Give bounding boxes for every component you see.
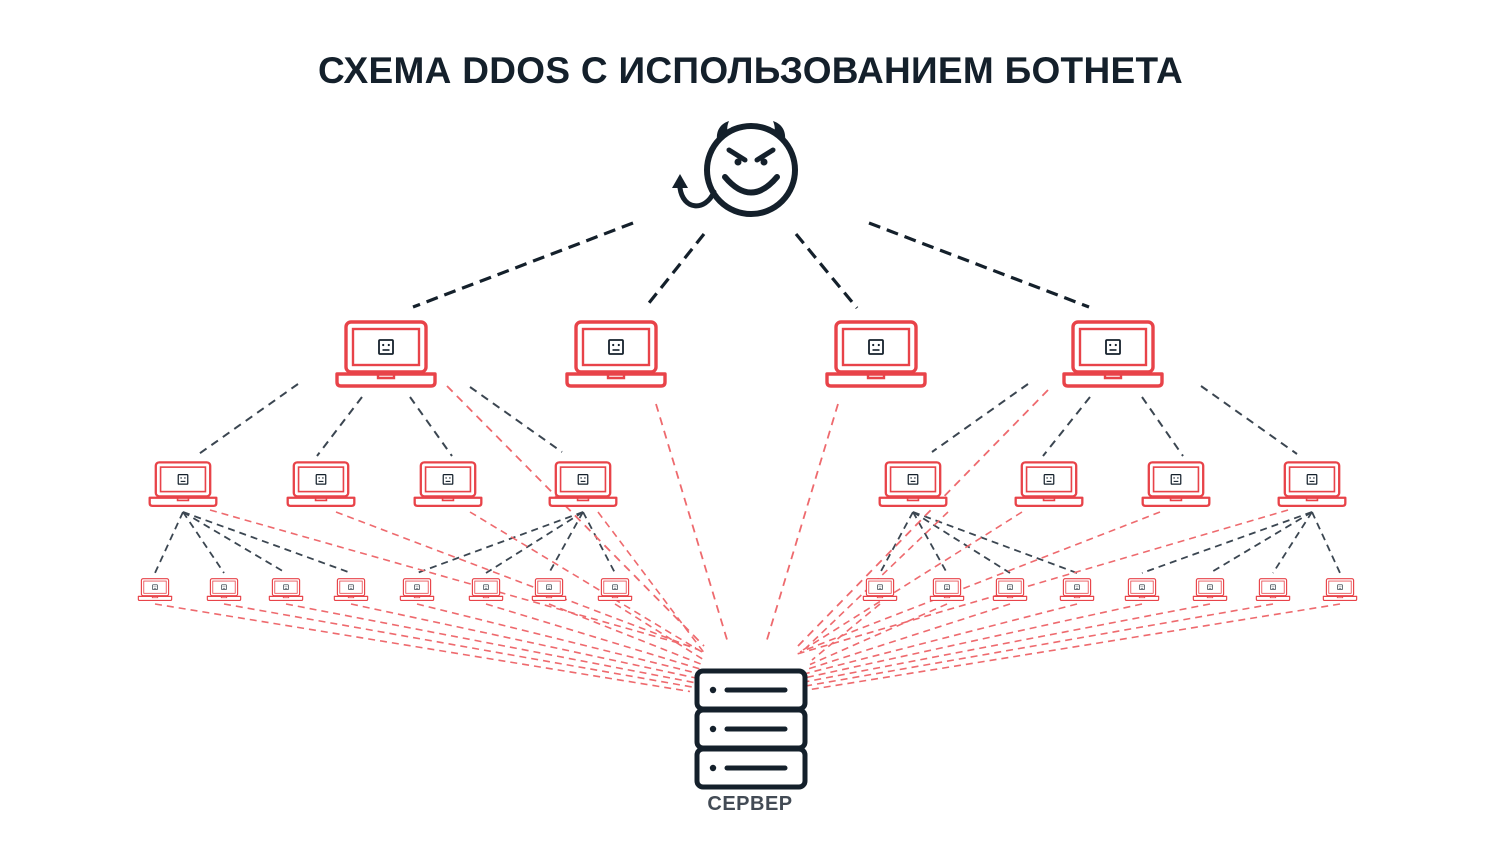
link-bot-bot xyxy=(1141,511,1313,574)
link-bot-bot xyxy=(416,511,584,574)
laptop-icon xyxy=(1141,461,1211,508)
laptop-icon xyxy=(1255,578,1291,602)
link-bot-bot xyxy=(1141,396,1184,457)
link-attacker-bot xyxy=(868,221,1090,309)
link-bot-bot xyxy=(1311,511,1341,574)
link-attack-server xyxy=(485,603,701,670)
link-attack-server xyxy=(154,603,691,693)
link-attack-server xyxy=(807,603,1011,670)
link-bot-bot xyxy=(182,511,287,574)
laptop-icon xyxy=(413,461,483,508)
laptop-icon xyxy=(565,320,667,388)
link-attack-server xyxy=(809,603,948,666)
link-bot-bot xyxy=(409,396,453,457)
link-attack-server xyxy=(796,509,1289,655)
link-attack-server xyxy=(799,603,1274,688)
link-bot-bot xyxy=(912,511,1078,574)
laptop-icon xyxy=(468,578,504,602)
laptop-icon xyxy=(878,461,948,508)
laptop-icon xyxy=(206,578,242,602)
link-bot-bot xyxy=(931,383,1029,453)
laptop-icon xyxy=(548,461,618,508)
link-attack-server xyxy=(805,603,1078,675)
link-bot-bot xyxy=(548,511,584,574)
link-attacker-bot xyxy=(643,233,706,309)
laptop-icon xyxy=(597,578,633,602)
link-attacker-bot xyxy=(412,221,634,309)
link-attack-server xyxy=(797,603,1341,693)
laptop-icon xyxy=(825,320,927,388)
laptop-icon xyxy=(929,578,965,602)
laptop-icon xyxy=(286,461,356,508)
link-bot-bot xyxy=(195,383,299,457)
laptop-icon xyxy=(992,578,1028,602)
link-attack-server xyxy=(350,603,697,679)
laptop-icon xyxy=(1277,461,1347,508)
link-bot-bot xyxy=(469,386,563,453)
link-bot-bot xyxy=(879,511,914,574)
link-bot-bot xyxy=(1042,396,1091,457)
link-attack-server xyxy=(548,603,703,666)
laptop-icon xyxy=(1059,578,1095,602)
link-bot-bot xyxy=(582,511,616,574)
server-icon xyxy=(694,668,808,790)
link-bot-bot xyxy=(316,396,363,457)
link-attack-server xyxy=(803,603,1143,679)
laptop-icon xyxy=(862,578,898,602)
botnet-nodes xyxy=(137,121,1358,790)
link-attack-server xyxy=(335,511,700,651)
laptop-icon xyxy=(1062,320,1164,388)
link-bot-bot xyxy=(1209,511,1313,574)
link-attack-server xyxy=(811,603,881,661)
laptop-icon xyxy=(1322,578,1358,602)
link-attack-server xyxy=(797,389,1049,647)
laptop-icon xyxy=(137,578,173,602)
link-attack-server xyxy=(765,403,839,644)
connection-links xyxy=(154,221,1341,693)
link-attack-server xyxy=(799,511,1161,653)
laptop-icon xyxy=(333,578,369,602)
link-attack-server xyxy=(614,603,705,661)
server-label: СЕРВЕР xyxy=(707,793,793,815)
laptop-icon xyxy=(1192,578,1228,602)
laptop-icon xyxy=(335,320,437,388)
laptop-icon xyxy=(399,578,435,602)
link-attack-server xyxy=(209,509,697,649)
link-attack-server xyxy=(597,511,706,655)
link-bot-bot xyxy=(912,511,948,574)
link-attack-server xyxy=(446,385,705,647)
link-bot-bot xyxy=(182,511,225,574)
link-attack-server xyxy=(223,603,693,688)
laptop-icon xyxy=(1124,578,1160,602)
link-bot-bot xyxy=(182,511,352,574)
laptop-icon xyxy=(268,578,304,602)
link-attack-server xyxy=(802,511,1023,651)
link-attacker-bot xyxy=(794,232,859,310)
link-bot-bot xyxy=(1200,385,1298,455)
laptop-icon xyxy=(148,461,218,508)
laptop-icon xyxy=(531,578,567,602)
link-attack-server xyxy=(469,511,703,653)
link-attack-server xyxy=(285,603,695,684)
devil-smiley-icon xyxy=(672,121,798,217)
diagram-title: СХЕМА DDOS С ИСПОЛЬЗОВАНИЕМ БОТНЕТА xyxy=(317,50,1184,91)
link-bot-bot xyxy=(1272,511,1313,574)
laptop-icon xyxy=(1014,461,1084,508)
link-attack-server xyxy=(801,603,1211,684)
link-bot-bot xyxy=(154,511,184,574)
link-attack-server xyxy=(416,603,699,675)
